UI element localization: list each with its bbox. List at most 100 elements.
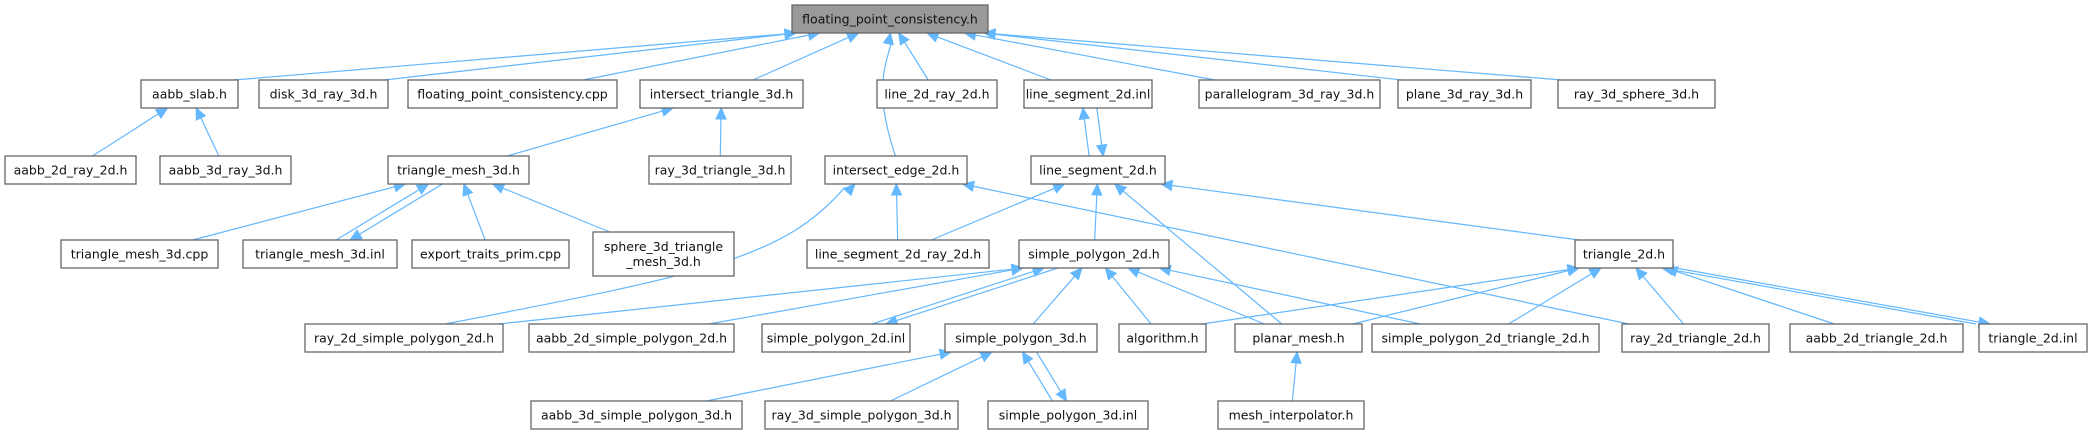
node-box[interactable] — [258, 79, 389, 109]
node-tm3d-h[interactable]: triangle_mesh_3d.h — [387, 155, 530, 185]
edge-line — [467, 194, 486, 241]
edge-tm3d-h-to-tm3d-inl — [349, 183, 443, 241]
node-sp3d-inl[interactable]: simple_polygon_3d.inl — [987, 400, 1149, 430]
node-box[interactable] — [944, 323, 1098, 353]
node-box[interactable] — [1557, 79, 1716, 109]
node-label: triangle_mesh_3d.inl — [255, 247, 385, 262]
node-box[interactable] — [1217, 400, 1365, 430]
node-tm3d-inl[interactable]: triangle_mesh_3d.inl — [242, 239, 398, 269]
node-box[interactable] — [242, 239, 398, 269]
node-box[interactable] — [1118, 323, 1207, 353]
node-r2dt2d[interactable]: ray_2d_triangle_2d.h — [1621, 323, 1770, 353]
node-ls2dr2d[interactable]: line_segment_2d_ray_2d.h — [806, 239, 990, 269]
node-box[interactable] — [764, 400, 959, 430]
node-a2dsp[interactable]: aabb_2d_simple_polygon_2d.h — [528, 323, 735, 353]
node-box[interactable] — [1198, 79, 1381, 109]
edge-tm3d-cpp-to-tm3d-h — [192, 181, 407, 241]
node-sp2d-h[interactable]: simple_polygon_2d.h — [1018, 239, 1170, 269]
edge-line — [335, 189, 420, 241]
node-box[interactable] — [1371, 323, 1600, 353]
edge-line — [1171, 184, 1580, 241]
node-box[interactable] — [806, 239, 990, 269]
node-box[interactable] — [1018, 239, 1170, 269]
node-aabb-slab[interactable]: aabb_slab.h — [140, 79, 239, 109]
node-r2dsp[interactable]: ray_2d_simple_polygon_2d.h — [304, 323, 504, 353]
node-sphere[interactable]: ray_3d_sphere_3d.h — [1557, 79, 1716, 109]
node-box[interactable] — [1978, 323, 2088, 353]
node-para[interactable]: parallelogram_3d_ray_3d.h — [1198, 79, 1381, 109]
node-box[interactable] — [987, 400, 1149, 430]
node-sp3d-h[interactable]: simple_polygon_3d.h — [944, 323, 1098, 353]
edge-line — [937, 36, 1052, 81]
node-ls2d-inl[interactable]: line_segment_2d.inl — [1023, 79, 1153, 109]
node-box[interactable] — [140, 79, 239, 109]
node-box[interactable] — [304, 323, 504, 353]
edge-line — [752, 36, 849, 81]
node-aabb3d[interactable]: aabb_3d_ray_3d.h — [159, 155, 292, 185]
node-t2d-inl[interactable]: triangle_2d.inl — [1978, 323, 2088, 353]
node-plane[interactable]: plane_3d_ray_3d.h — [1397, 79, 1532, 109]
node-label: parallelogram_3d_ray_3d.h — [1205, 87, 1375, 102]
node-box[interactable] — [1621, 323, 1770, 353]
node-box[interactable] — [530, 400, 743, 430]
node-box[interactable] — [1789, 323, 1964, 353]
node-ls2d-h[interactable]: line_segment_2d.h — [1030, 155, 1166, 185]
node-etp[interactable]: export_traits_prim.cpp — [411, 239, 570, 269]
node-a2dt2d[interactable]: aabb_2d_triangle_2d.h — [1789, 323, 1964, 353]
node-box[interactable] — [387, 155, 530, 185]
node-box[interactable] — [1023, 79, 1153, 109]
node-pmesh[interactable]: planar_mesh.h — [1234, 323, 1363, 353]
node-t2d-h[interactable]: triangle_2d.h — [1574, 239, 1674, 269]
node-disk[interactable]: disk_3d_ray_3d.h — [258, 79, 389, 109]
node-box[interactable] — [761, 323, 911, 353]
node-box[interactable] — [876, 79, 998, 109]
arrowhead-icon — [1159, 179, 1174, 192]
node-box[interactable] — [159, 155, 292, 185]
node-algo[interactable]: algorithm.h — [1118, 323, 1207, 353]
node-tm3d-cpp[interactable]: triangle_mesh_3d.cpp — [60, 239, 219, 269]
node-l2dr2d[interactable]: line_2d_ray_2d.h — [876, 79, 998, 109]
edge-a3dsp-to-sp3d-h — [706, 348, 953, 402]
edge-line — [1676, 270, 1835, 325]
node-box[interactable] — [1574, 239, 1674, 269]
edge-line — [359, 183, 443, 235]
node-box[interactable] — [60, 239, 219, 269]
node-sp2dt2d[interactable]: simple_polygon_2d_triangle_2d.h — [1371, 323, 1600, 353]
node-aabb2d[interactable]: aabb_2d_ray_2d.h — [4, 155, 137, 185]
edge-sp2dt2d-to-sp2d-h — [1158, 264, 1421, 325]
node-label: sphere_3d_triangle — [604, 239, 724, 254]
node-box[interactable] — [592, 231, 735, 277]
node-box[interactable] — [528, 323, 735, 353]
node-label: line_segment_2d_ray_2d.h — [815, 247, 981, 262]
node-box[interactable] — [791, 4, 989, 34]
arrowhead-icon — [1078, 106, 1091, 121]
node-box[interactable] — [648, 155, 792, 185]
node-box[interactable] — [411, 239, 570, 269]
node-minterp[interactable]: mesh_interpolator.h — [1217, 400, 1365, 430]
node-box[interactable] — [1234, 323, 1363, 353]
node-box[interactable] — [1397, 79, 1532, 109]
edge-sp2dt2d-to-t2d-h — [1508, 267, 1602, 325]
node-box[interactable] — [4, 155, 137, 185]
node-r3dt3d[interactable]: ray_3d_triangle_3d.h — [648, 155, 792, 185]
node-box[interactable] — [824, 155, 968, 185]
node-box[interactable] — [639, 79, 804, 109]
node-box[interactable] — [407, 79, 618, 109]
arrowhead-icon — [783, 28, 798, 41]
node-ie2d[interactable]: intersect_edge_2d.h — [824, 155, 968, 185]
edge-ls2d-h-to-ls2d-inl — [1078, 106, 1091, 157]
arrowhead-icon — [845, 32, 860, 43]
node-a3dsp[interactable]: aabb_3d_simple_polygon_3d.h — [530, 400, 743, 430]
node-fpc-cpp[interactable]: floating_point_consistency.cpp — [407, 79, 618, 109]
edge-line — [233, 33, 786, 81]
arrowhead-icon — [1113, 183, 1128, 196]
node-r3dsp[interactable]: ray_3d_simple_polygon_3d.h — [764, 400, 959, 430]
node-box[interactable] — [1030, 155, 1166, 185]
node-s3dtm[interactable]: sphere_3d_triangle_mesh_3d.h — [592, 231, 735, 277]
node-label: ray_3d_simple_polygon_3d.h — [771, 408, 951, 423]
node-fpc-h[interactable]: floating_point_consistency.h — [791, 4, 989, 34]
node-label: mesh_interpolator.h — [1229, 408, 1354, 423]
node-sp2d-inl[interactable]: simple_polygon_2d.inl — [761, 323, 911, 353]
node-label: line_segment_2d.inl — [1026, 87, 1151, 102]
node-itri3d[interactable]: intersect_triangle_3d.h — [639, 79, 804, 109]
